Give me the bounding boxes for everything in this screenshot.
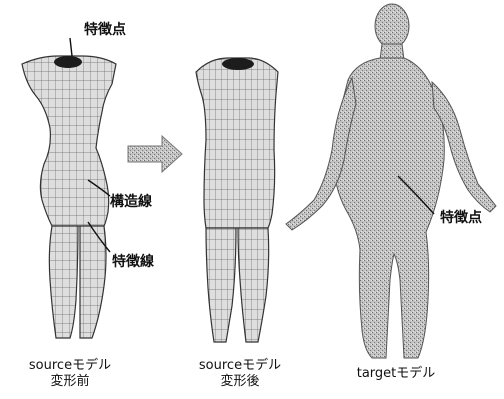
caption-source-before-line2: 変形前 (14, 374, 126, 390)
transform-arrow-icon (128, 136, 182, 172)
label-feature-line: 特徴線 (112, 254, 154, 270)
source-before-torso (22, 56, 116, 226)
caption-source-before-line1: sourceモデル (14, 358, 126, 374)
target-head (375, 4, 409, 48)
target-model (286, 4, 496, 358)
label-feature-point-top: 特徴点 (84, 22, 126, 38)
source-model-after (196, 58, 278, 342)
source-before-neck-hole (54, 56, 82, 68)
source-after-torso (196, 58, 278, 228)
label-structure-line: 構造線 (110, 194, 152, 210)
caption-source-after-line1: sourceモデル (184, 358, 296, 374)
source-after-neck-hole (222, 58, 254, 70)
source-before-left-leg (49, 226, 78, 338)
feature-point-top-leader (70, 38, 72, 56)
caption-source-after-line2: 変形後 (184, 374, 296, 390)
source-model-before (22, 38, 116, 338)
caption-target: targetモデル (336, 366, 456, 382)
caption-target-line1: targetモデル (336, 366, 456, 382)
caption-source-after: sourceモデル 変形後 (184, 358, 296, 390)
source-after-right-leg (238, 228, 269, 342)
source-after-left-leg (206, 228, 236, 342)
label-feature-point-right: 特徴点 (440, 210, 482, 226)
caption-source-before: sourceモデル 変形前 (14, 358, 126, 390)
